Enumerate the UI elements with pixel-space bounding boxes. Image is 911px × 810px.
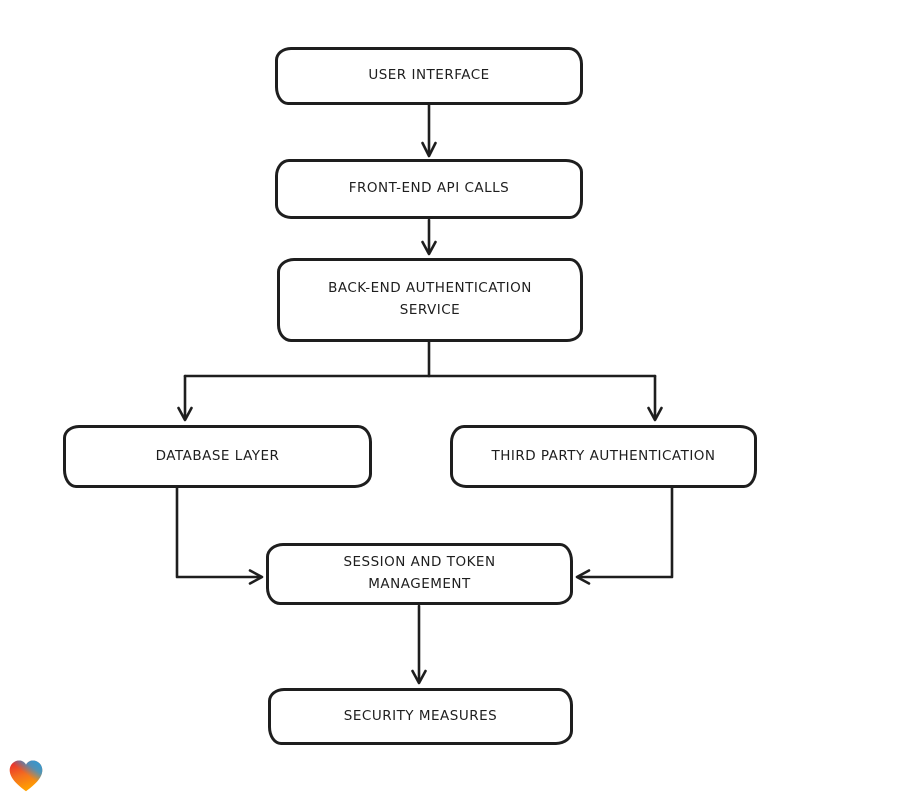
node-session-and-token-management: SESSION AND TOKEN MANAGEMENT: [266, 543, 573, 605]
edge-user-interface-to-front-end-api-calls: [421, 103, 437, 158]
node-front-end-api-calls: FRONT-END API CALLS: [275, 159, 583, 219]
node-label: BACK-END AUTHENTICATION SERVICE: [328, 280, 532, 318]
edge-front-end-api-calls-to-back-end-authentication-service: [421, 218, 437, 256]
edge-session-and-token-management-to-security-measures: [411, 604, 427, 685]
node-back-end-authentication-service: BACK-END AUTHENTICATION SERVICE: [277, 258, 583, 342]
edge-third-party-authentication-to-session-and-token-management: [575, 486, 674, 585]
node-user-interface: USER INTERFACE: [275, 47, 583, 105]
node-third-party-authentication: THIRD PARTY AUTHENTICATION: [450, 425, 757, 488]
edge-database-layer-to-session-and-token-management: [175, 486, 264, 585]
node-label: SECURITY MEASURES: [343, 707, 498, 724]
node-label: DATABASE LAYER: [155, 447, 280, 464]
node-security-measures: SECURITY MEASURES: [268, 688, 573, 745]
node-label: FRONT-END API CALLS: [348, 180, 510, 197]
node-label: SESSION AND TOKEN MANAGEMENT: [343, 554, 496, 592]
edge-back-end-authentication-service-branch: [177, 340, 663, 422]
node-database-layer: DATABASE LAYER: [63, 425, 372, 488]
brand-logo-badge[interactable]: [8, 759, 44, 793]
node-label: USER INTERFACE: [368, 67, 490, 84]
lovable-heart-icon: [9, 760, 43, 792]
node-label: THIRD PARTY AUTHENTICATION: [491, 447, 716, 464]
